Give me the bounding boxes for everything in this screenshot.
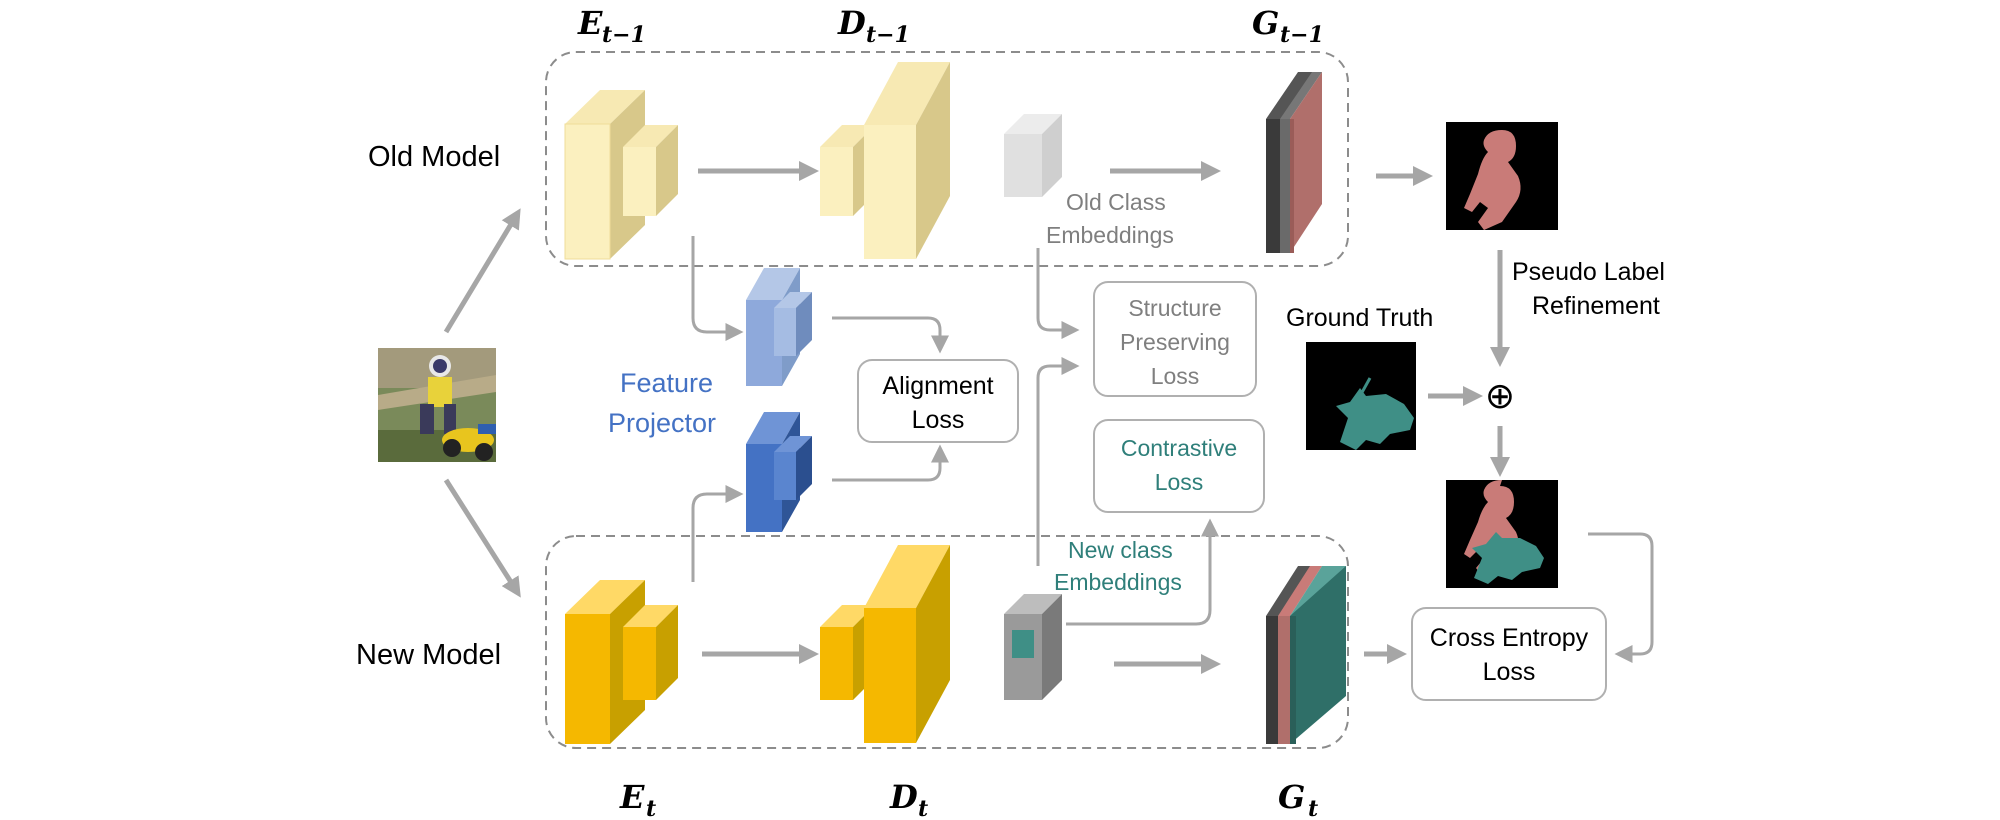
cross-entropy-label-2: Loss <box>1483 658 1536 686</box>
feature-projector-label-1: Feature <box>620 368 713 398</box>
contrastive-loss-label-2: Loss <box>1155 469 1204 495</box>
new-class-label-2: Embeddings <box>1054 569 1182 595</box>
svg-text:t−1: t−1 <box>1280 22 1324 48</box>
new-output-stack <box>1266 566 1346 744</box>
structure-loss-label-3: Loss <box>1151 363 1200 389</box>
alignment-loss-label-2: Loss <box>912 406 965 434</box>
input-to-new-arrow <box>443 478 521 598</box>
old-output-stack <box>1266 72 1322 253</box>
svg-text:D: D <box>889 778 918 816</box>
d-old-label: D t−1 <box>837 4 910 48</box>
feature-projector-label-2: Projector <box>608 408 716 438</box>
new-model-frame <box>545 535 1349 749</box>
pseudo-label-2: Refinement <box>1532 292 1660 320</box>
svg-text:G: G <box>1252 4 1279 42</box>
old-class-label-1: Old Class <box>1066 189 1166 215</box>
svg-text:E: E <box>577 4 603 42</box>
combined-to-ce-arrow <box>1588 532 1654 663</box>
new-class-embedding-cube <box>1004 594 1062 700</box>
svg-text:D: D <box>837 4 866 42</box>
old-class-label-2: Embeddings <box>1046 222 1174 248</box>
old-model-label: Old Model <box>368 141 500 173</box>
new-class-label-1: New class <box>1068 537 1173 563</box>
input-to-old-arrow <box>443 208 521 334</box>
svg-text:E: E <box>619 778 645 816</box>
cross-entropy-label-1: Cross Entropy <box>1430 624 1589 652</box>
input-image <box>378 348 496 462</box>
old-decoder-blocks <box>820 62 950 259</box>
e-new-label: E t <box>619 778 656 820</box>
pseudo-label-1: Pseudo Label <box>1512 258 1665 286</box>
svg-text:t: t <box>918 796 928 820</box>
projector-old-to-align <box>832 316 949 354</box>
svg-text:t−1: t−1 <box>602 22 646 48</box>
svg-text:t: t <box>1308 796 1318 820</box>
ground-truth-label: Ground Truth <box>1286 304 1433 332</box>
g-old-label: G t−1 <box>1252 4 1324 48</box>
feature-projector-old <box>746 268 812 386</box>
new-embed-to-contrastive <box>1066 518 1219 626</box>
combine-symbol: ⊕ <box>1485 375 1515 416</box>
structure-loss-label-2: Preserving <box>1120 329 1230 355</box>
new-embed-to-structure <box>1036 357 1080 566</box>
structure-loss-label-1: Structure <box>1128 295 1221 321</box>
combined-label-image <box>1446 480 1558 588</box>
d-new-label: D t <box>889 778 928 820</box>
structure-loss-box <box>1093 281 1257 397</box>
g-new-label: G t <box>1278 778 1318 820</box>
feature-projector-new <box>746 412 812 532</box>
old-encoder-blocks <box>564 90 678 260</box>
new-decoder-blocks <box>820 545 950 743</box>
old-prediction-image <box>1446 122 1558 230</box>
projector-new-to-align <box>832 444 949 482</box>
svg-text:t: t <box>646 796 656 820</box>
new-encoder-blocks <box>565 580 678 744</box>
old-enc-to-projector <box>691 236 744 341</box>
new-model-label: New Model <box>356 639 501 671</box>
cross-entropy-loss-box <box>1411 607 1607 701</box>
contrastive-loss-box <box>1093 419 1265 513</box>
old-embed-to-structure <box>1036 248 1080 339</box>
svg-text:t−1: t−1 <box>866 22 910 48</box>
alignment-loss-label-1: Alignment <box>882 372 993 400</box>
alignment-loss-box <box>857 359 1019 443</box>
contrastive-loss-label-1: Contrastive <box>1121 435 1237 461</box>
ground-truth-image <box>1306 342 1416 450</box>
svg-text:G: G <box>1278 778 1305 816</box>
e-old-label: E t−1 <box>577 4 646 48</box>
new-enc-to-projector <box>691 485 744 582</box>
old-class-embedding-cube <box>1004 114 1062 197</box>
